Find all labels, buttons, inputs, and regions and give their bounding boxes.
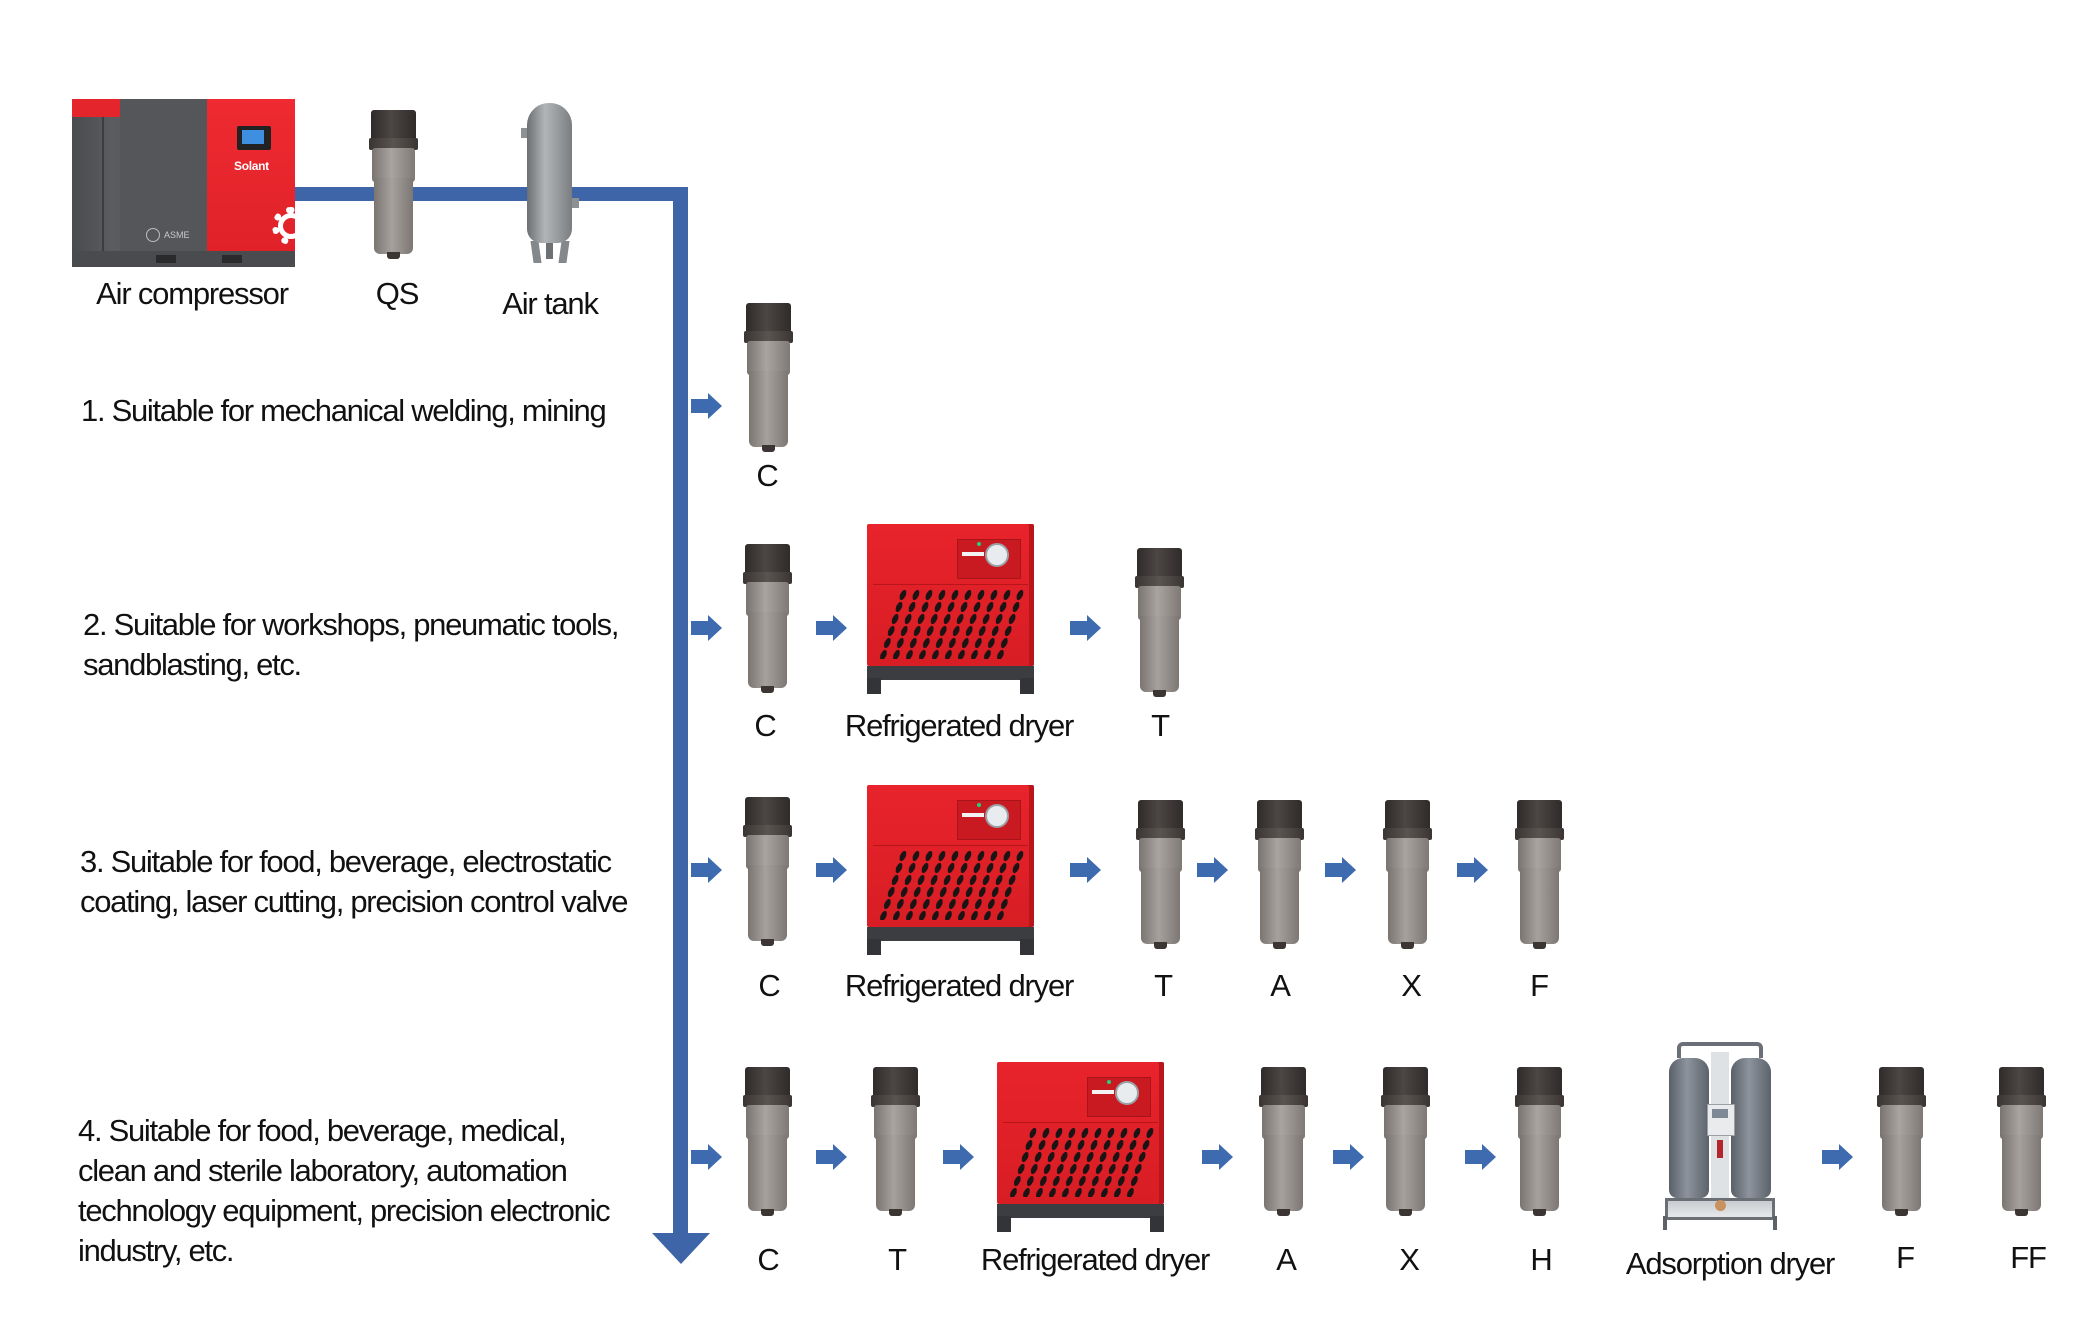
row-3-label-f: F bbox=[1530, 968, 1549, 1003]
row-4-label-h: H bbox=[1530, 1242, 1552, 1277]
main-pipe-horizontal bbox=[295, 187, 688, 201]
main-pipe-vertical bbox=[673, 187, 688, 1235]
row-3-label-t: T bbox=[1154, 968, 1173, 1003]
row-4-label-a: A bbox=[1276, 1242, 1297, 1277]
flow-arrow-icon bbox=[1197, 857, 1228, 883]
filter-a-icon bbox=[1259, 1067, 1308, 1217]
flow-arrow-icon bbox=[691, 1144, 722, 1170]
flow-arrow-icon bbox=[1202, 1144, 1233, 1170]
qs-filter-icon bbox=[369, 110, 418, 260]
flow-arrow-icon bbox=[816, 615, 847, 641]
row-3-label-c: C bbox=[758, 968, 780, 1003]
compressor-door-panel bbox=[120, 99, 207, 257]
row-1-description: 1. Suitable for mechanical welding, mini… bbox=[81, 393, 607, 428]
flow-arrow-icon bbox=[691, 393, 722, 419]
row-3-description: 3. Suitable for food, beverage, electros… bbox=[80, 844, 628, 919]
filter-t-icon bbox=[1135, 548, 1184, 698]
air-tank-label: Air tank bbox=[502, 286, 599, 321]
compressor-base bbox=[72, 251, 295, 267]
gear-icon bbox=[272, 207, 295, 245]
flow-arrow-icon bbox=[1457, 857, 1488, 883]
filter-t-icon bbox=[871, 1067, 920, 1217]
row-4-label-adsorption-dryer: Adsorption dryer bbox=[1625, 1246, 1835, 1281]
filter-x-icon bbox=[1383, 800, 1432, 950]
row-4-label-t: T bbox=[888, 1242, 907, 1277]
air-compressor-label: Air compressor bbox=[96, 276, 289, 311]
filter-f-icon bbox=[1515, 800, 1564, 950]
row-4-label-c: C bbox=[757, 1242, 779, 1277]
forklift-slot bbox=[222, 255, 242, 263]
flow-arrow-icon bbox=[816, 857, 847, 883]
compressor-red-trim bbox=[72, 99, 120, 117]
row-3-label-x: X bbox=[1401, 968, 1422, 1003]
air-compressor-icon: Solant ASME bbox=[72, 99, 295, 267]
flow-arrow-icon bbox=[691, 615, 722, 641]
flow-arrow-icon bbox=[1822, 1144, 1853, 1170]
certification-seal-icon bbox=[146, 228, 160, 242]
row-4-label-x: X bbox=[1399, 1242, 1420, 1277]
row-1-label-c: C bbox=[756, 458, 778, 493]
row-4-label-ff: FF bbox=[2010, 1240, 2047, 1275]
flow-arrow-icon bbox=[691, 857, 722, 883]
row-2-description: 2. Suitable for workshops, pneumatic too… bbox=[83, 607, 619, 682]
adsorption-dryer-icon bbox=[1663, 1040, 1777, 1230]
row-4-description: 4. Suitable for food, beverage, medical,… bbox=[78, 1113, 611, 1268]
qs-label: QS bbox=[375, 276, 420, 311]
refrigerated-dryer-icon bbox=[867, 524, 1034, 694]
flow-arrow-icon bbox=[1325, 857, 1356, 883]
filter-c-icon bbox=[743, 797, 792, 947]
row-4-label-f: F bbox=[1896, 1240, 1915, 1275]
row-3-label-a: A bbox=[1270, 968, 1291, 1003]
row-4-label-refrigerated-dryer: Refrigerated dryer bbox=[980, 1242, 1210, 1277]
refrigerated-dryer-icon bbox=[997, 1062, 1164, 1232]
flow-arrow-icon bbox=[1070, 615, 1101, 641]
filter-f-icon bbox=[1877, 1067, 1926, 1217]
filter-a-icon bbox=[1255, 800, 1304, 950]
flow-arrow-icon bbox=[943, 1144, 974, 1170]
filter-t-icon bbox=[1136, 800, 1185, 950]
refrigerated-dryer-icon bbox=[867, 785, 1034, 955]
flow-arrow-icon bbox=[1465, 1144, 1496, 1170]
flow-arrow-icon bbox=[1333, 1144, 1364, 1170]
compressor-display bbox=[242, 130, 264, 144]
flow-arrow-icon bbox=[816, 1144, 847, 1170]
forklift-slot bbox=[156, 255, 176, 263]
filter-c-icon bbox=[743, 544, 792, 694]
main-pipe-arrowhead-icon bbox=[652, 1233, 710, 1264]
filter-c-icon bbox=[744, 303, 793, 453]
filter-ff-icon bbox=[1997, 1067, 2046, 1217]
asme-mark: ASME bbox=[164, 230, 190, 240]
air-tank-icon bbox=[518, 103, 581, 263]
row-2-label-refrigerated-dryer: Refrigerated dryer bbox=[844, 708, 1074, 743]
row-3-label-refrigerated-dryer: Refrigerated dryer bbox=[844, 968, 1074, 1003]
compressor-seam bbox=[102, 117, 104, 252]
compressor-brand-logo: Solant bbox=[234, 159, 269, 173]
filter-h-icon bbox=[1515, 1067, 1564, 1217]
row-2-label-c: C bbox=[754, 708, 776, 743]
row-2-label-t: T bbox=[1151, 708, 1170, 743]
filter-x-icon bbox=[1381, 1067, 1430, 1217]
flow-arrow-icon bbox=[1070, 857, 1101, 883]
gear-core bbox=[278, 213, 295, 239]
filter-c-icon bbox=[743, 1067, 792, 1217]
